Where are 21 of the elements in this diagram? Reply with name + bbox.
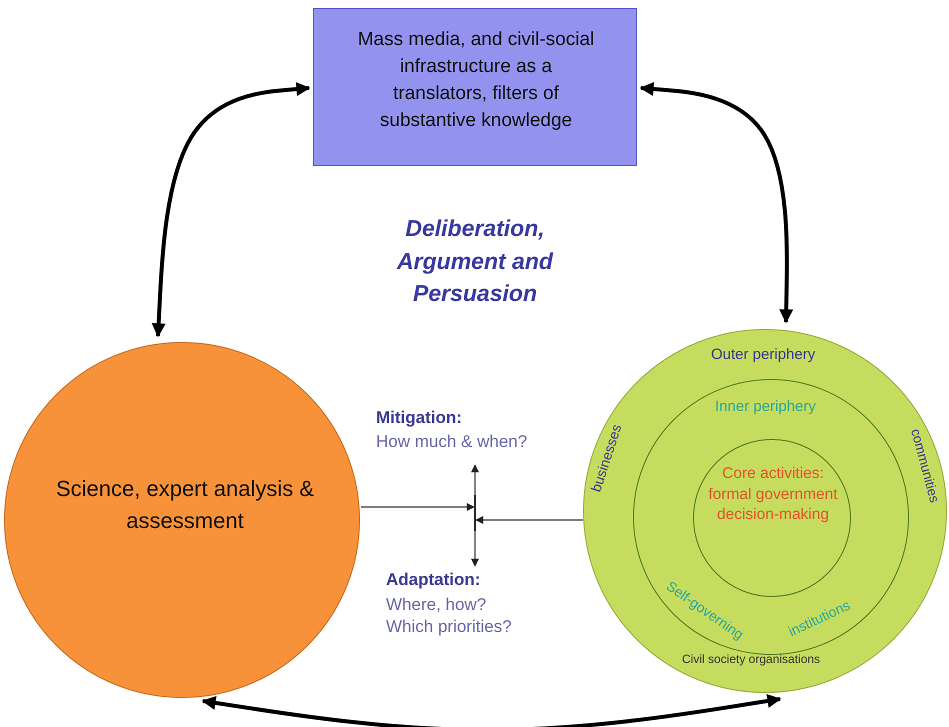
arrow bbox=[471, 464, 479, 495]
heading: Mitigation: bbox=[376, 408, 462, 428]
junction-line bbox=[474, 495, 476, 531]
heading: Adaptation: bbox=[386, 570, 480, 590]
question-text: Where, how? Which priorities? bbox=[386, 594, 513, 638]
arrow bbox=[361, 503, 475, 511]
arrow bbox=[202, 694, 782, 727]
arrow bbox=[152, 82, 310, 338]
ring-label: Outer periphery bbox=[711, 346, 816, 364]
arrow bbox=[475, 516, 583, 524]
arrow bbox=[471, 531, 479, 567]
ring-label: Civil society organisations bbox=[682, 653, 820, 667]
center-heading: Deliberation, Argument and Persuasion bbox=[396, 214, 554, 308]
inner-periphery-circle bbox=[633, 379, 909, 655]
arrow bbox=[640, 82, 794, 324]
box-text: Mass media, and civil-social infrastructure as a translators, filters of substantive knowledge bbox=[356, 28, 596, 133]
ring-label: Inner periphery bbox=[715, 398, 816, 416]
core-label: Core activities: formal government decision-making bbox=[708, 464, 838, 526]
circle-label: Science, expert analysis & assessment bbox=[54, 475, 316, 535]
question-text: How much & when? bbox=[376, 432, 528, 452]
media-box bbox=[313, 8, 637, 166]
